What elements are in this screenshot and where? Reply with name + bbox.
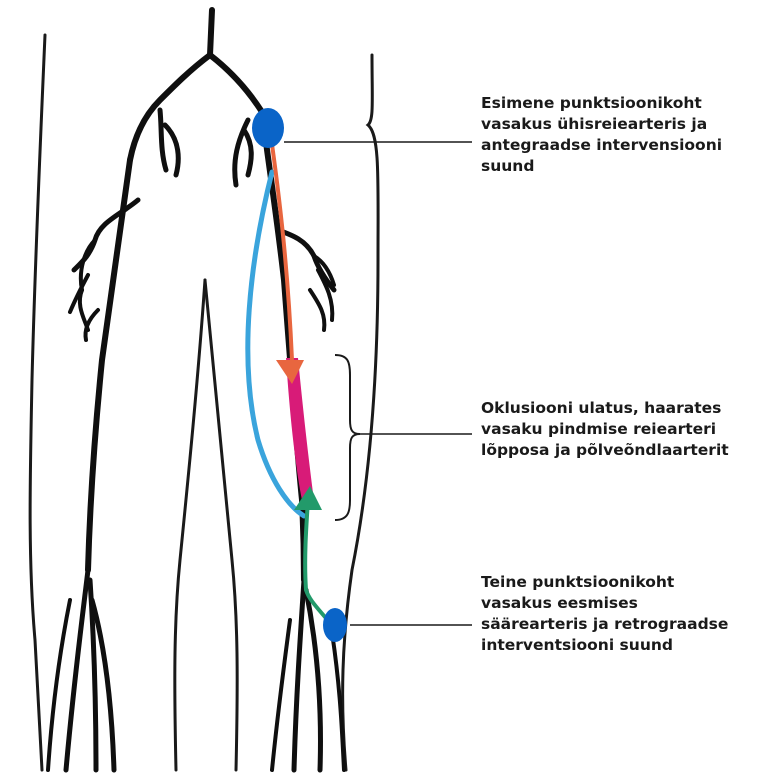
callout-line: vasakus ühisreiearteris ja xyxy=(481,114,761,135)
callout-line: Esimene punktsioonikoht xyxy=(481,93,761,114)
callout-occlusion-extent: Oklusiooni ulatus, haarates vasaku pindm… xyxy=(481,398,761,461)
callout-line: lõpposa ja põlveõndlaarterit xyxy=(481,440,761,461)
curly-brace-icon xyxy=(335,355,360,520)
callout-line: vasaku pindmise reiearteri xyxy=(481,419,761,440)
callout-line: Teine punktsioonikoht xyxy=(481,572,761,593)
callout-line: interventsiooni suund xyxy=(481,635,761,656)
callout-line: säärearteris ja retrograadse xyxy=(481,614,761,635)
callout-line: antegraadse intervensiooni xyxy=(481,135,761,156)
puncture-site-tibial xyxy=(323,608,347,642)
leg-outline xyxy=(30,35,378,770)
callout-antegrade-puncture: Esimene punktsioonikoht vasakus ühisreie… xyxy=(481,93,761,177)
callout-retrograde-puncture: Teine punktsioonikoht vasakus eesmises s… xyxy=(481,572,761,656)
puncture-site-femoral xyxy=(252,108,284,148)
callout-line: vasakus eesmises xyxy=(481,593,761,614)
callout-line: suund xyxy=(481,156,761,177)
callout-line: Oklusiooni ulatus, haarates xyxy=(481,398,761,419)
